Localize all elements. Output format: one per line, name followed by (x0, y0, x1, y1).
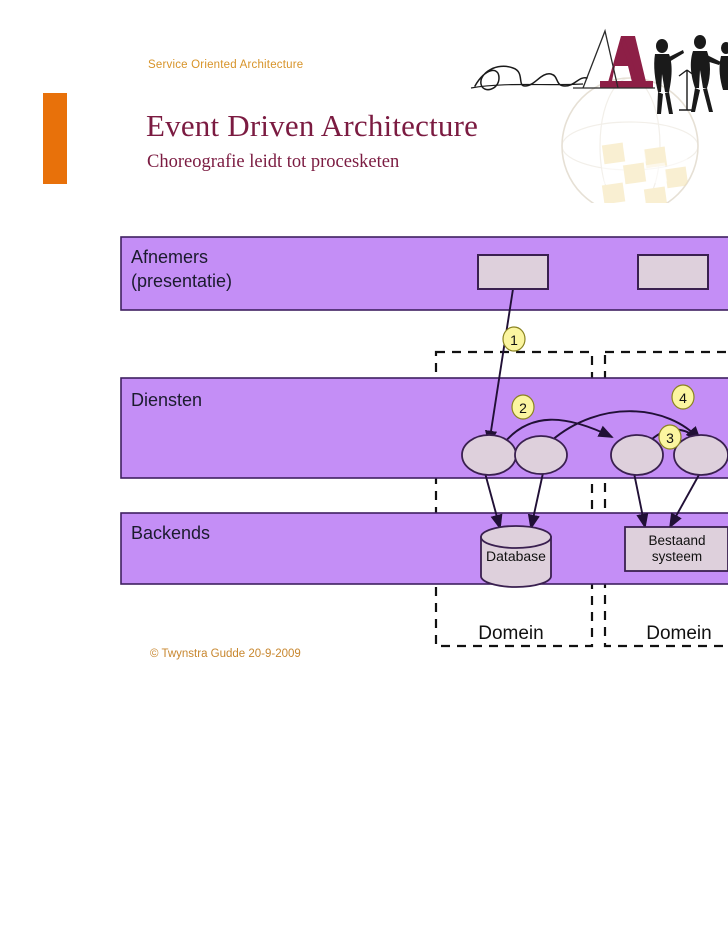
service4-to-bestaand-systeem (669, 472, 701, 529)
flow-arrow-2 (503, 418, 614, 444)
layer-label-afnemers: Afnemers (131, 247, 208, 267)
step-badge-3-label: 3 (666, 430, 674, 446)
service2-to-database (527, 472, 544, 530)
step-badge-2-label: 2 (519, 400, 527, 416)
domain-boundary-1 (434, 350, 594, 648)
database-node[interactable]: Database (480, 525, 552, 588)
service-node-2[interactable] (514, 435, 568, 475)
flow-arrow-1 (485, 288, 514, 446)
consumer-box-2[interactable] (637, 254, 709, 290)
layer-label-backends: Backends (131, 523, 210, 543)
eyebrow-label: Service Oriented Architecture (148, 59, 304, 71)
service3-to-bestaand-systeem (633, 472, 649, 529)
service-node-1[interactable] (461, 434, 517, 476)
layer-label-afnemers-sub: (presentatie) (131, 271, 232, 291)
consumer-box-1[interactable] (477, 254, 549, 290)
bestaand-systeem-node[interactable]: Bestaand systeem (624, 526, 728, 572)
step-badge-4: 4 (671, 384, 695, 410)
service-node-4[interactable] (673, 434, 728, 476)
service1-to-database (484, 472, 503, 530)
step-badge-3: 3 (658, 424, 682, 450)
copyright-footer: © Twynstra Gudde 20-9-2009 (150, 648, 301, 660)
layer-band-afnemers (120, 236, 728, 311)
page-subtitle: Choreografie leidt tot procesketen (147, 152, 400, 172)
service-node-3[interactable] (610, 434, 664, 476)
bestaand-systeem-label-line1: Bestaand (648, 533, 705, 548)
domain-label-1: Domein (478, 623, 543, 644)
step-badge-4-label: 4 (679, 390, 687, 406)
layer-label-diensten: Diensten (131, 390, 202, 410)
architecture-diagram: Database Bestaand systeem 1 2 3 4 Domein… (120, 236, 728, 648)
step-badge-2: 2 (511, 394, 535, 420)
bestaand-systeem-label-line2: systeem (652, 549, 702, 564)
domain-boundary-2 (603, 350, 728, 648)
page-title: Event Driven Architecture (146, 108, 479, 143)
accent-bar (43, 93, 67, 184)
database-label: Database (486, 548, 546, 564)
step-badge-1: 1 (502, 326, 526, 352)
domain-label-2: Domein (646, 623, 711, 644)
step-badge-1-label: 1 (510, 332, 518, 348)
twynstra-gudde-logo-icon (470, 28, 728, 203)
